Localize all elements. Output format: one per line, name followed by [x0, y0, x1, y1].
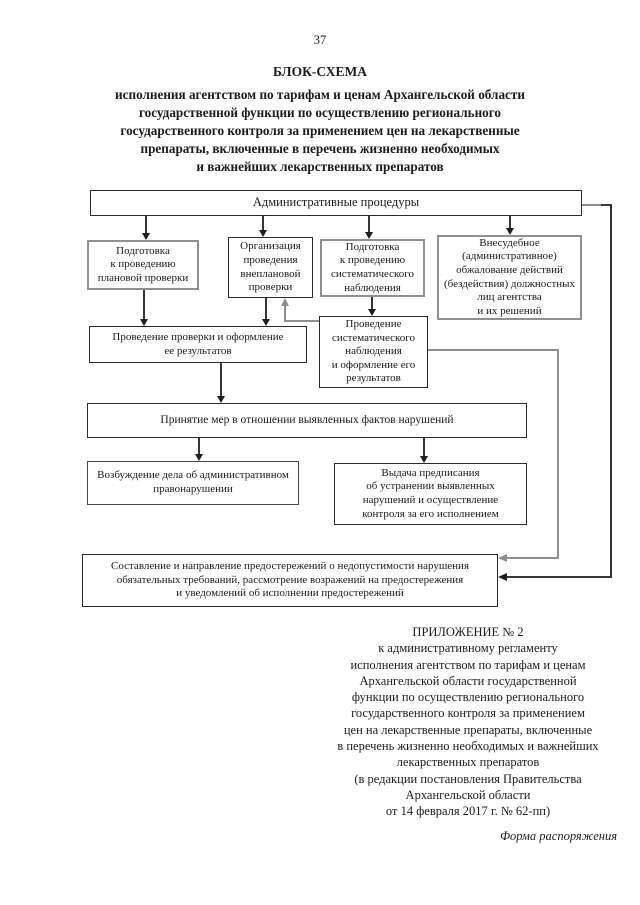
- flow-box-extrajudicial-appeal: Внесудебное (административное) обжалован…: [437, 235, 582, 320]
- flow-box-warnings: Составление и направление предостережени…: [82, 554, 498, 607]
- annotation-line: (в редакции постановления Правительства: [354, 771, 582, 786]
- annotation-line: от 14 февраля 2017 г. № 62-пп): [385, 804, 551, 819]
- flow-box-conduct-check-results: Проведение проверки и оформление ее резу…: [89, 326, 307, 363]
- flow-box-issue-order: Выдача предписания об устранении выявлен…: [334, 463, 527, 525]
- annotation-line: в перечень жизненно необходимых и важней…: [337, 739, 599, 754]
- document-subtitle: исполнения агентством по тарифам и ценам…: [20, 86, 620, 176]
- annotation-line: Архангельской области государственной: [359, 673, 577, 688]
- form-label: Форма распоряжения: [500, 829, 617, 843]
- subtitle-line: и важнейших лекарственных препаратов: [196, 159, 444, 174]
- flow-box-take-measures: Принятие мер в отношении выявленных факт…: [87, 403, 527, 438]
- flow-box-conduct-systematic-observation: Проведение систематического наблюдения и…: [319, 316, 428, 388]
- annotation-line: исполнения агентством по тарифам и ценам: [350, 657, 586, 672]
- subtitle-line: исполнения агентством по тарифам и ценам…: [115, 87, 525, 102]
- flow-box-prepare-planned-check: Подготовка к проведению плановой проверк…: [87, 240, 199, 290]
- annotation-line: государственного контроля за применением: [351, 706, 585, 721]
- annotation-line: лекарственных препаратов: [396, 755, 540, 770]
- flow-box-organize-unplanned-check: Организация проведения внеплановой прове…: [228, 237, 313, 298]
- flow-box-prepare-systematic-observation: Подготовка к проведению систематического…: [320, 239, 425, 297]
- annotation-line: Архангельской области: [405, 787, 531, 802]
- annotation-line: цен на лекарственные препараты, включенн…: [343, 722, 593, 737]
- appendix-annotation: ПРИЛОЖЕНИЕ № 2 к административному регла…: [296, 624, 640, 820]
- flow-box-initiate-administrative-case: Возбуждение дела об административном пра…: [87, 461, 299, 505]
- document-title: БЛОК-СХЕМА: [272, 64, 368, 79]
- subtitle-line: государственного контроля за применением…: [120, 123, 520, 138]
- annotation-line: функции по осуществлению регионального: [351, 690, 585, 705]
- subtitle-line: государственной функции по осуществлению…: [138, 105, 502, 120]
- annotation-line: к административному регламенту: [378, 641, 558, 656]
- flow-box-administrative-procedures: Административные процедуры: [90, 190, 582, 216]
- annotation-line: ПРИЛОЖЕНИЕ № 2: [412, 625, 524, 639]
- page-number: 37: [313, 33, 327, 47]
- subtitle-line: препараты, включенные в перечень жизненн…: [140, 141, 500, 156]
